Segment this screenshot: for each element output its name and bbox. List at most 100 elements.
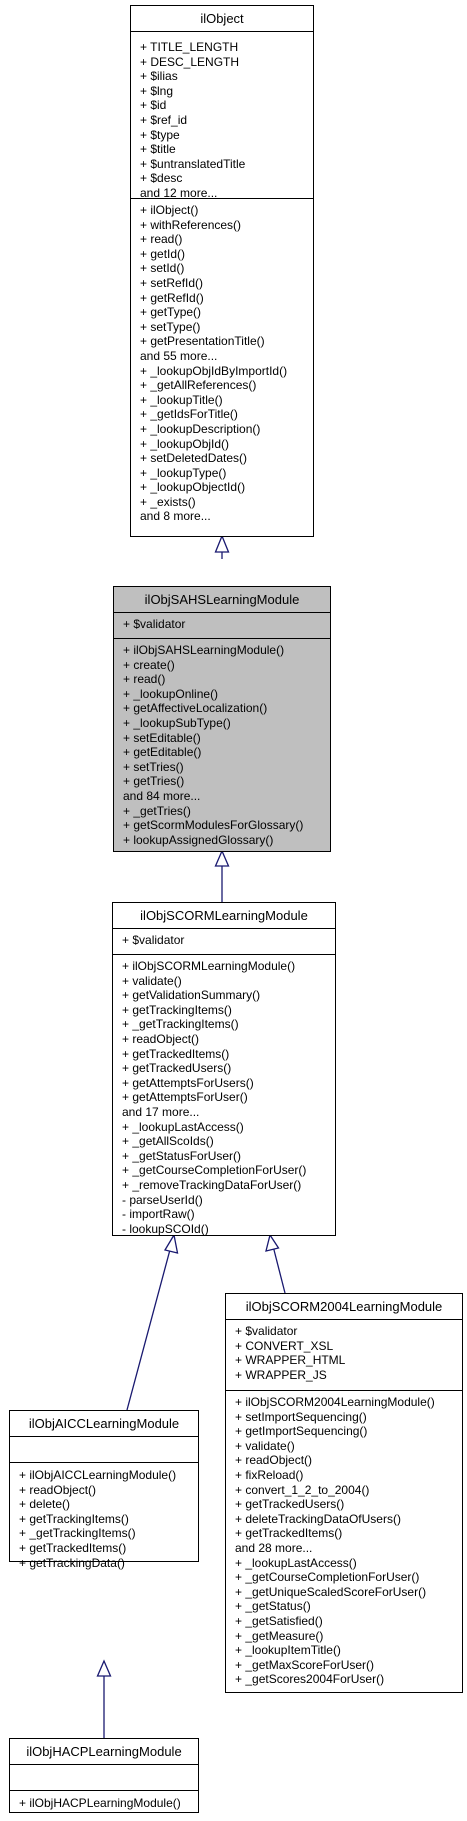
class-name: ilObjSCORMLearningModule — [113, 903, 335, 929]
method-item: + readObject() — [19, 1482, 97, 1497]
arrowhead-scorm-right — [265, 1233, 280, 1252]
method-item: + getTrackedUsers() — [122, 1061, 232, 1076]
class-ilobjhacplearningmodule[interactable]: ilObjHACPLearningModule + ilObjHACPLearn… — [9, 1738, 199, 1813]
method-item: + getType() — [140, 305, 202, 320]
attributes-section: + $validator+ CONVERT_XSL+ WRAPPER_HTML+… — [226, 1320, 462, 1391]
method-item: + delete() — [19, 1497, 71, 1512]
class-ilobjscorm2004learningmodule[interactable]: ilObjSCORM2004LearningModule + $validato… — [225, 1293, 463, 1693]
method-item: + getTrackingItems() — [19, 1511, 129, 1526]
method-item: + getTrackedItems() — [19, 1540, 127, 1555]
attribute-item: + $validator — [122, 933, 185, 947]
method-item: + read() — [123, 672, 166, 687]
methods-section: + ilObjSAHSLearningModule()+ create()+ r… — [114, 639, 330, 851]
more-members-note: and 84 more... — [123, 788, 201, 803]
method-item: + _lookupType() — [140, 465, 227, 480]
method-item: + getTrackedItems() — [122, 1046, 230, 1061]
attribute-item: + CONVERT_XSL — [235, 1338, 334, 1353]
attribute-item: + $type — [140, 127, 180, 142]
method-item: + getTrackingItems() — [122, 1002, 232, 1017]
method-item: + _getAllReferences() — [140, 378, 257, 393]
method-item: + getTries() — [123, 774, 185, 789]
arrowhead-scorm-left — [163, 1233, 179, 1254]
method-item: + _getMeasure() — [235, 1628, 324, 1643]
method-item: + _lookupObjId() — [140, 436, 230, 451]
method-item: + _lookupObjectId() — [140, 480, 246, 495]
method-item: + _exists() — [140, 494, 196, 509]
method-item: + _getStatusForUser() — [122, 1148, 242, 1163]
class-ilobject[interactable]: ilObject + TITLE_LENGTH+ DESC_LENGTH+ $i… — [130, 5, 314, 537]
attribute-item: + $validator — [235, 1324, 298, 1338]
attribute-item: + WRAPPER_JS — [235, 1367, 327, 1382]
arrowhead-ilobject — [214, 534, 230, 553]
attribute-item: + WRAPPER_HTML — [235, 1353, 346, 1368]
method-item: + _getAllScoIds() — [122, 1134, 214, 1149]
method-item: + getTrackedItems() — [235, 1526, 343, 1541]
method-item: + ilObjAICCLearningModule() — [19, 1468, 177, 1482]
more-members-note: and 8 more... — [140, 509, 211, 524]
method-item: + _lookupSubType() — [123, 715, 231, 730]
method-item: + ilObjSAHSLearningModule() — [123, 643, 285, 657]
method-item: + getValidationSummary() — [122, 988, 261, 1003]
attribute-item: + $untranslatedTitle — [140, 156, 246, 171]
attribute-item: + $ilias — [140, 69, 178, 84]
method-item: + getAttemptsForUser() — [122, 1090, 248, 1105]
methods-section: + ilObjHACPLearningModule() — [10, 1791, 198, 1815]
attributes-section — [10, 1765, 198, 1791]
method-item: + getTrackedUsers() — [235, 1497, 345, 1512]
method-item: + read() — [140, 232, 183, 247]
method-item: + ilObjSCORMLearningModule() — [122, 959, 296, 973]
method-item: + validate() — [235, 1438, 295, 1453]
class-ilobjsahslearningmodule[interactable]: ilObjSAHSLearningModule + $validator + i… — [113, 586, 331, 852]
method-item: + _getMaxScoreForUser() — [235, 1657, 375, 1672]
methods-section: + ilObjAICCLearningModule()+ readObject(… — [10, 1463, 198, 1574]
method-item: + _lookupOnline() — [123, 686, 219, 701]
method-item: + _removeTrackingDataForUser() — [122, 1177, 302, 1192]
methods-section: + ilObject()+ withReferences()+ read()+ … — [131, 199, 313, 528]
method-item: - lookupSCOId() — [122, 1221, 209, 1236]
class-ilobjscormlearningmodule[interactable]: ilObjSCORMLearningModule + $validator + … — [112, 902, 336, 1236]
class-name: ilObjHACPLearningModule — [10, 1739, 198, 1765]
method-item: + withReferences() — [140, 217, 242, 232]
method-item: + _lookupTitle() — [140, 392, 223, 407]
more-members-note: and 28 more... — [235, 1540, 313, 1555]
class-name: ilObjSAHSLearningModule — [114, 587, 330, 613]
method-item: + setRefId() — [140, 275, 204, 290]
attributes-section: + TITLE_LENGTH+ DESC_LENGTH+ $ilias+ $ln… — [131, 32, 313, 199]
method-item: + _lookupObjIdByImportId() — [140, 363, 288, 378]
method-item: - importRaw() — [122, 1207, 195, 1222]
method-item: + getEditable() — [123, 745, 202, 760]
arrowhead-aicc — [96, 1659, 112, 1677]
method-item: + setImportSequencing() — [235, 1409, 367, 1424]
attributes-section: + $validator — [114, 613, 330, 639]
attribute-item: + TITLE_LENGTH — [140, 40, 239, 54]
method-item: + setId() — [140, 261, 185, 276]
attribute-item: + $lng — [140, 83, 174, 98]
method-item: + getAttemptsForUsers() — [122, 1075, 254, 1090]
methods-section: + ilObjSCORMLearningModule()+ validate()… — [113, 955, 335, 1240]
method-item: + ilObjSCORM2004LearningModule() — [235, 1395, 435, 1409]
method-item: + _getScores2004ForUser() — [235, 1672, 385, 1687]
method-item: + validate() — [122, 973, 182, 988]
more-members-note: and 55 more... — [140, 348, 218, 363]
method-item: + getId() — [140, 246, 186, 261]
class-name: ilObjSCORM2004LearningModule — [226, 1294, 462, 1320]
method-item: + _lookupLastAccess() — [122, 1119, 244, 1134]
method-item: + _getCourseCompletionForUser() — [122, 1163, 307, 1178]
method-item: + getPresentationTitle() — [140, 334, 265, 349]
method-item: + _getTries() — [123, 803, 191, 818]
method-item: + lookupAssignedGlossary() — [123, 832, 274, 847]
class-ilobjaicclearningmodule[interactable]: ilObjAICCLearningModule + ilObjAICCLearn… — [9, 1410, 199, 1570]
attribute-item: + $ref_id — [140, 112, 188, 127]
more-members-note: and 17 more... — [122, 1104, 200, 1119]
edge-scorm2004-to-scorm — [272, 1245, 286, 1294]
method-item: + deleteTrackingDataOfUsers() — [235, 1511, 401, 1526]
method-item: + setEditable() — [123, 730, 201, 745]
class-name: ilObject — [131, 6, 313, 32]
attribute-item: + $desc — [140, 171, 183, 186]
method-item: + _lookupItemTitle() — [235, 1643, 341, 1658]
method-item: + _getIdsForTitle() — [140, 407, 238, 422]
method-item: + getRefId() — [140, 290, 204, 305]
method-item: + setDeletedDates() — [140, 451, 248, 466]
method-item: + getTrackingData() — [19, 1555, 125, 1570]
